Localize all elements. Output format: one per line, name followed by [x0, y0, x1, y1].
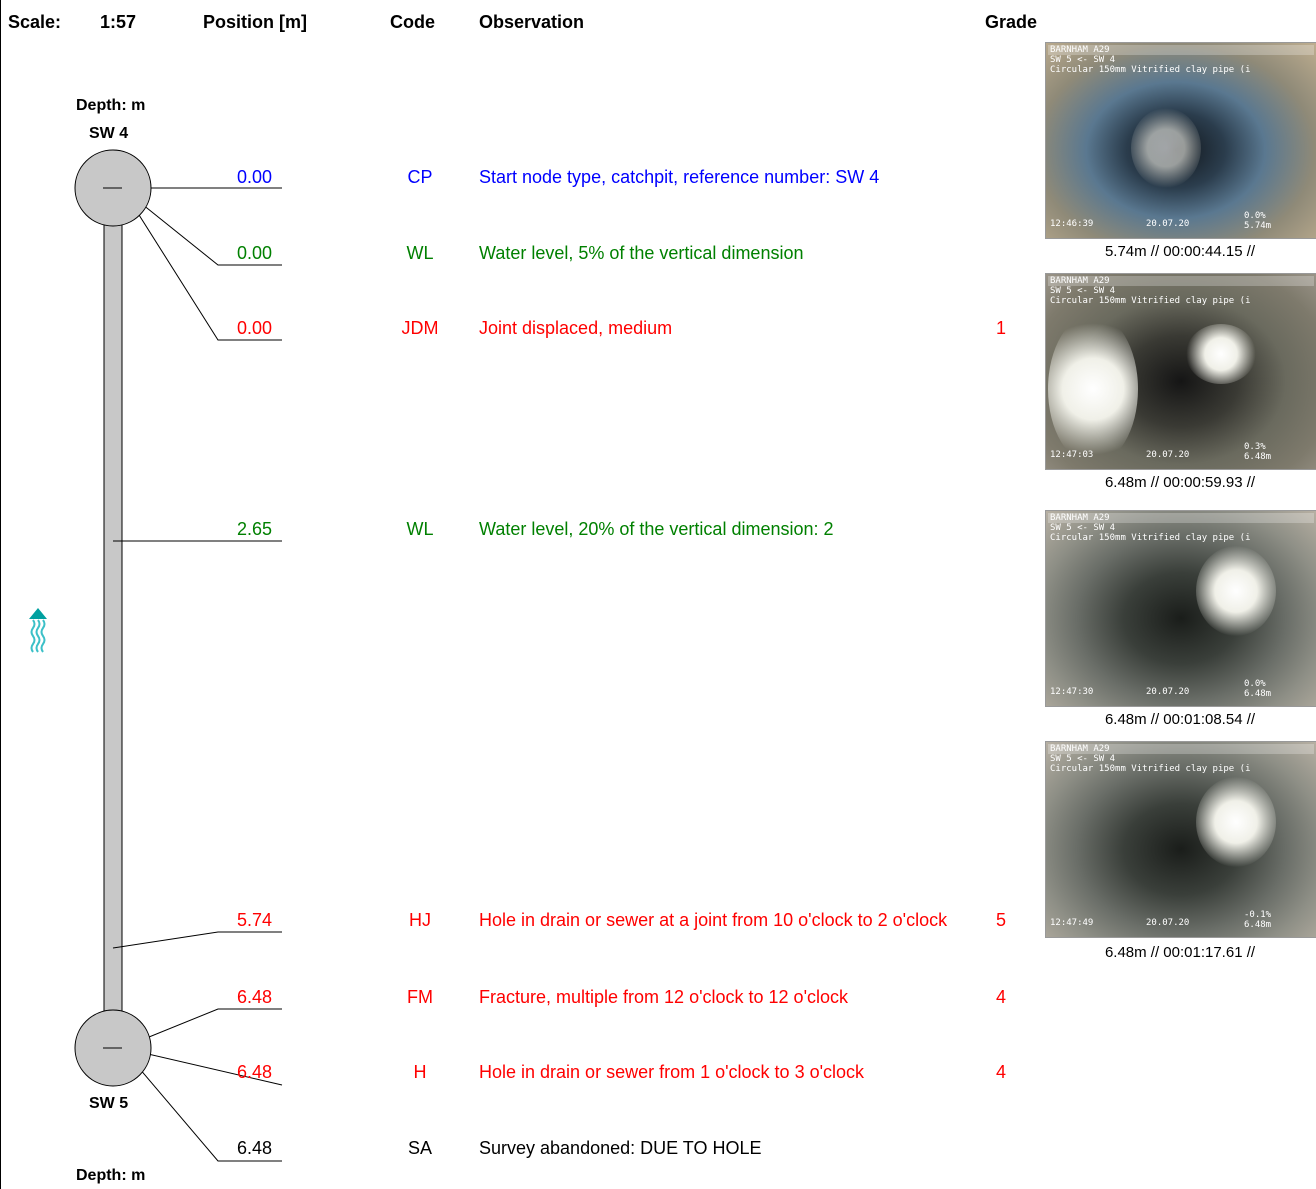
end-node-label: SW 5 — [89, 1095, 129, 1112]
depth-top-label: Depth: m — [76, 97, 146, 114]
cctv-frame-image[interactable]: BARNHAM A29 SW 5 <- SW 4 Circular 150mm … — [1045, 741, 1316, 938]
observation-text: Water level, 5% of the vertical dimensio… — [479, 243, 804, 263]
observation-header: Observation — [479, 12, 585, 32]
observation-text: Hole in drain or sewer from 1 o'clock to… — [479, 1062, 865, 1082]
observation-grade: 1 — [995, 318, 1006, 338]
observation-text: Joint displaced, medium — [479, 318, 673, 338]
observation-text: Water level, 20% of the vertical dimensi… — [479, 519, 834, 539]
observation-code: SA — [407, 1138, 432, 1158]
observation-code: WL — [406, 243, 434, 263]
cctv-frame-image[interactable]: BARNHAM A29 SW 5 <- SW 4 Circular 150mm … — [1045, 42, 1316, 239]
observation-code: H — [413, 1062, 427, 1082]
cctv-frame-image[interactable]: BARNHAM A29 SW 5 <- SW 4 Circular 150mm … — [1045, 510, 1316, 707]
observation-position: 0.00 — [236, 243, 272, 263]
code-header: Code — [390, 12, 435, 32]
cctv-frame-caption: 6.48m // 00:01:17.61 // — [1104, 944, 1256, 961]
observation-position: 2.65 — [236, 519, 272, 539]
observation-position: 6.48 — [236, 1138, 272, 1158]
page-left-border — [0, 0, 1, 1189]
observation-grade: 5 — [995, 910, 1006, 930]
cctv-frame-image[interactable]: BARNHAM A29 SW 5 <- SW 4 Circular 150mm … — [1045, 273, 1316, 470]
observation-code: FM — [407, 987, 433, 1007]
position-header: Position [m] — [203, 12, 307, 32]
leader-line — [121, 187, 282, 266]
cctv-frame-caption: 6.48m // 00:00:59.93 // — [1104, 474, 1256, 491]
observation-position: 0.00 — [236, 318, 272, 338]
observation-text: Start node type, catchpit, reference num… — [479, 167, 880, 187]
scale-label: Scale: — [8, 12, 62, 32]
observation-position: 0.00 — [236, 167, 272, 187]
observation-text: Hole in drain or sewer at a joint from 1… — [479, 910, 948, 930]
observation-position: 6.48 — [236, 987, 272, 1007]
grade-header: Grade — [985, 12, 1038, 32]
observation-text: Survey abandoned: DUE TO HOLE — [479, 1138, 762, 1158]
pipe-diagram — [74, 149, 283, 1162]
observation-text: Fracture, multiple from 12 o'clock to 12… — [479, 987, 849, 1007]
start-node-label: SW 4 — [89, 125, 129, 142]
leader-line — [112, 931, 282, 949]
observation-grade: 4 — [995, 987, 1006, 1007]
leader-line — [121, 187, 282, 341]
cctv-frame-caption: 5.74m // 00:00:44.15 // — [1104, 243, 1256, 260]
pipe-body — [103, 211, 123, 1045]
leader-line — [121, 1008, 282, 1049]
scale-value: 1:57 — [100, 12, 137, 32]
leader-line — [121, 1047, 282, 1162]
observation-position: 6.48 — [236, 1062, 272, 1082]
observation-position: 5.74 — [236, 910, 272, 930]
observation-code: WL — [406, 519, 434, 539]
observation-grade: 4 — [995, 1062, 1006, 1082]
depth-bottom-label: Depth: m — [76, 1167, 146, 1184]
observation-code: CP — [407, 167, 433, 187]
observation-code: HJ — [409, 910, 431, 930]
observation-code: JDM — [401, 318, 439, 338]
cctv-frame-caption: 6.48m // 00:01:08.54 // — [1104, 711, 1256, 728]
flow-direction-arrow-icon — [29, 608, 47, 653]
